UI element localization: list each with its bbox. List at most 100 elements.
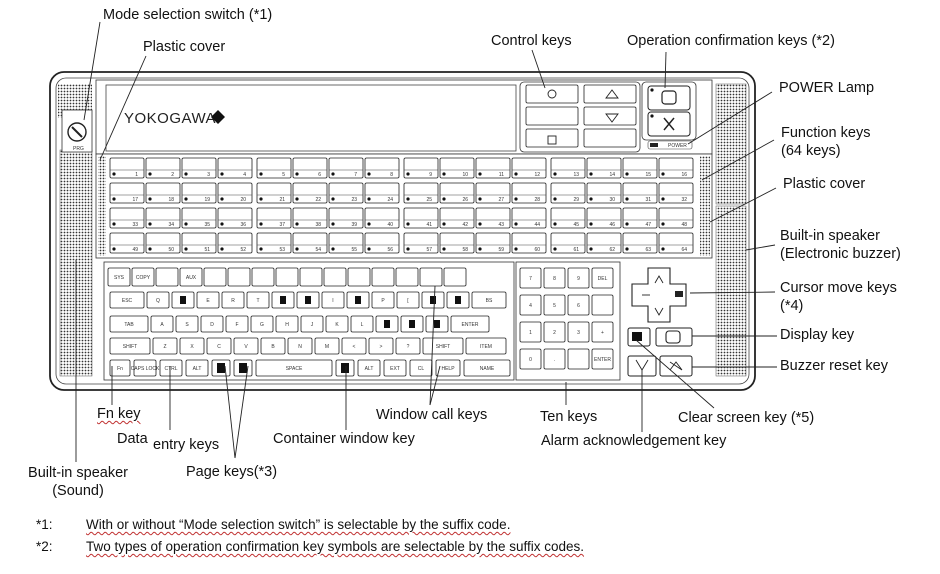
label-cursor-keys: Cursor move keys (*4) <box>780 279 897 315</box>
svg-text:PRG: PRG <box>73 146 84 152</box>
function-key: 11 <box>475 157 511 179</box>
function-key-number: 58 <box>462 247 468 253</box>
function-key: 59 <box>475 232 511 254</box>
function-key: 58 <box>439 232 475 254</box>
function-key: 52 <box>217 232 253 254</box>
device-inner-frame <box>55 77 750 385</box>
svg-text:M: M <box>325 344 329 350</box>
ten-key <box>591 294 614 316</box>
function-key: 56 <box>364 232 400 254</box>
svg-text:ENTER: ENTER <box>594 357 611 363</box>
keyboard-key: H <box>275 315 299 333</box>
label-data-part2: entry keys <box>153 437 220 453</box>
svg-text:4: 4 <box>529 303 532 309</box>
keyboard-key: G <box>250 315 274 333</box>
ten-key: DEL <box>591 267 614 289</box>
svg-text:Q: Q <box>156 298 160 304</box>
label-power-lamp: POWER Lamp <box>779 80 875 96</box>
function-key-number: 10 <box>462 172 468 178</box>
keyboard-key: SYS <box>107 267 131 287</box>
function-key-number: 59 <box>498 247 504 253</box>
function-key-number: 40 <box>387 222 393 228</box>
keyboard-key: P <box>371 291 395 309</box>
ten-key: 0 <box>519 348 542 370</box>
svg-text:COPY: COPY <box>136 275 151 281</box>
function-key: 48 <box>658 207 694 229</box>
keyboard-key: COPY <box>131 267 155 287</box>
function-key-number: 33 <box>132 222 138 228</box>
keyboard-key: T <box>246 291 270 309</box>
function-key-number: 42 <box>462 222 468 228</box>
keyboard-key: N <box>287 337 313 355</box>
function-key: 8 <box>364 157 400 179</box>
svg-text:1: 1 <box>529 330 532 336</box>
function-key: 21 <box>256 182 292 204</box>
function-key-number: 17 <box>132 197 138 203</box>
function-key-number: 5 <box>282 172 285 178</box>
function-key-number: 54 <box>315 247 321 253</box>
function-key-number: 1 <box>135 172 138 178</box>
function-key: 34 <box>145 207 181 229</box>
function-key-number: 63 <box>645 247 651 253</box>
function-key-number: 27 <box>498 197 504 203</box>
keyboard-key: SHIFT <box>109 337 151 355</box>
keyboard-key: F <box>225 315 249 333</box>
label-display-key: Display key <box>780 327 855 343</box>
svg-text:H: H <box>285 322 289 328</box>
function-key-number: 14 <box>609 172 615 178</box>
keyboard-key: J <box>300 315 324 333</box>
function-key-number: 28 <box>534 197 540 203</box>
svg-text:CL: CL <box>418 366 425 372</box>
svg-text:BS: BS <box>486 298 493 304</box>
svg-text:7: 7 <box>529 276 532 282</box>
svg-text:EXT: EXT <box>390 366 400 372</box>
function-key: 28 <box>511 182 547 204</box>
keyboard-key: ENTER <box>450 315 490 333</box>
power-lamp <box>647 140 693 150</box>
keyboard-key: NAME <box>463 359 511 377</box>
function-key: 15 <box>622 157 658 179</box>
keyboard-key: > <box>368 337 394 355</box>
ten-key: 7 <box>519 267 542 289</box>
function-key-number: 38 <box>315 222 321 228</box>
keyboard-key: ALT <box>185 359 209 377</box>
function-key: 38 <box>292 207 328 229</box>
keyboard-key <box>299 267 323 287</box>
function-key: 3 <box>181 157 217 179</box>
svg-text:S: S <box>185 322 189 328</box>
function-key-number: 43 <box>498 222 504 228</box>
function-key: 47 <box>622 207 658 229</box>
function-key: 19 <box>181 182 217 204</box>
keyboard-key: Fn <box>109 359 131 377</box>
keyboard-key <box>395 267 419 287</box>
ten-key: . <box>543 348 566 370</box>
label-speaker-sound-line2: (Sound) <box>52 483 104 499</box>
function-key-number: 51 <box>204 247 210 253</box>
function-key-number: 21 <box>279 197 285 203</box>
keyboard-key: CAPS LOCK <box>131 359 160 377</box>
function-key: 46 <box>586 207 622 229</box>
function-key-number: 36 <box>240 222 246 228</box>
label-speaker-sound-line1: Built-in speaker <box>28 465 128 481</box>
function-key: 50 <box>145 232 181 254</box>
keyboard-key: ? <box>395 337 421 355</box>
function-key: 24 <box>364 182 400 204</box>
footnote-1-mark: *1: <box>36 517 53 532</box>
label-alarm-ack-key: Alarm acknowledgement key <box>541 433 727 449</box>
svg-text:CTRL: CTRL <box>164 366 177 372</box>
svg-text:?: ? <box>407 344 410 350</box>
function-key-number: 39 <box>351 222 357 228</box>
keyboard-key <box>275 267 299 287</box>
svg-text:E: E <box>206 298 210 304</box>
function-key: 43 <box>475 207 511 229</box>
function-key-number: 19 <box>204 197 210 203</box>
label-page-keys: Page keys(*3) <box>186 464 278 480</box>
keyboard-key: < <box>341 337 367 355</box>
label-speaker-electronic: Built-in speaker (Electronic buzzer) <box>780 227 901 263</box>
function-key: 62 <box>586 232 622 254</box>
function-key-number: 22 <box>315 197 321 203</box>
plastic-cover-left-strip <box>98 156 106 256</box>
svg-text:F: F <box>235 322 238 328</box>
keyboard-key <box>227 267 251 287</box>
